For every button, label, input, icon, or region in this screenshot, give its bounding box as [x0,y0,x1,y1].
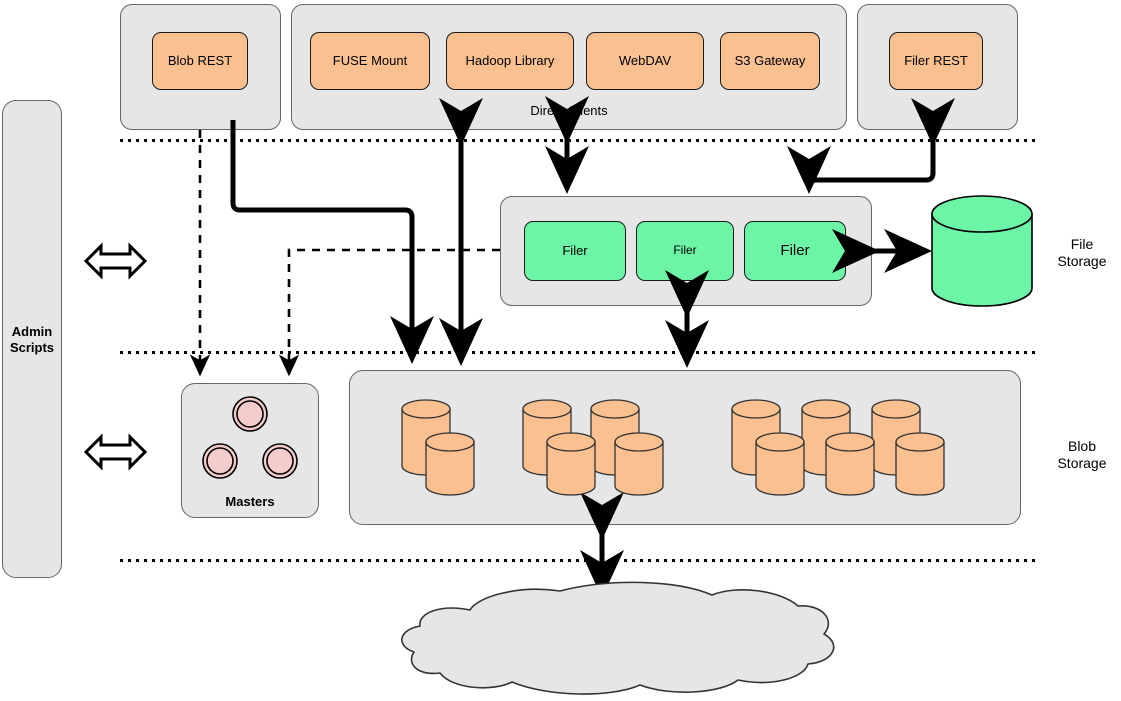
blob-rest-to-volume-solid [230,120,434,365]
blob-storage-label-line2: Storage [1057,454,1107,471]
volume-storage-box[interactable] [349,370,1021,525]
admin-scripts-label-line2: Scripts [9,340,55,356]
hdd-label-2: HDD [835,466,865,481]
metadata-store-label-line2: Store [965,253,999,269]
filer-rest-node[interactable]: Filer REST [889,32,983,90]
ssd-label-1: SSD [557,466,585,481]
hdd-label-1: HDD [765,466,795,481]
s3-gateway-node[interactable]: S3 Gateway [720,32,820,90]
filer-to-masters-dashed [278,248,500,377]
filer-rest-to-filer-curve [787,98,955,195]
metadata-store-label: SQL or KV Store [930,237,1034,270]
webdav-node[interactable]: WebDAV [586,32,704,90]
hdd-label-3: HDD [905,466,935,481]
admin-to-blob-storage-arrow [83,433,148,471]
blob-storage-label: Blob Storage [1046,438,1118,472]
file-storage-label-line2: Storage [1057,252,1107,269]
filer-node-1[interactable]: Filer [524,221,626,281]
direct-clients-caption: Direct Clients [530,103,608,118]
metadata-store-label-line1: SQL or KV [949,237,1015,252]
filer-node-2[interactable]: Filer [636,221,734,281]
admin-scripts-label: Admin Scripts [2,324,62,357]
cloud-tier-label: Cloud Tier [590,633,660,649]
ssd-label-2: SSD [625,466,653,481]
hadoop-library-node[interactable]: Hadoop Library [446,32,574,90]
file-storage-label: File Storage [1046,236,1118,270]
admin-scripts-label-line1: Admin [11,324,53,339]
masters-label: Masters [225,494,275,509]
nvme-label: NVME [431,466,469,481]
blob-rest-node[interactable]: Blob REST [152,32,248,90]
file-storage-label-line1: File [1070,236,1094,252]
admin-scripts-box[interactable] [2,100,62,578]
fuse-mount-node[interactable]: FUSE Mount [310,32,430,90]
admin-to-file-storage-arrow [83,242,148,280]
blob-storage-label-line1: Blob [1067,438,1097,454]
filer-node-3[interactable]: Filer [744,221,846,281]
